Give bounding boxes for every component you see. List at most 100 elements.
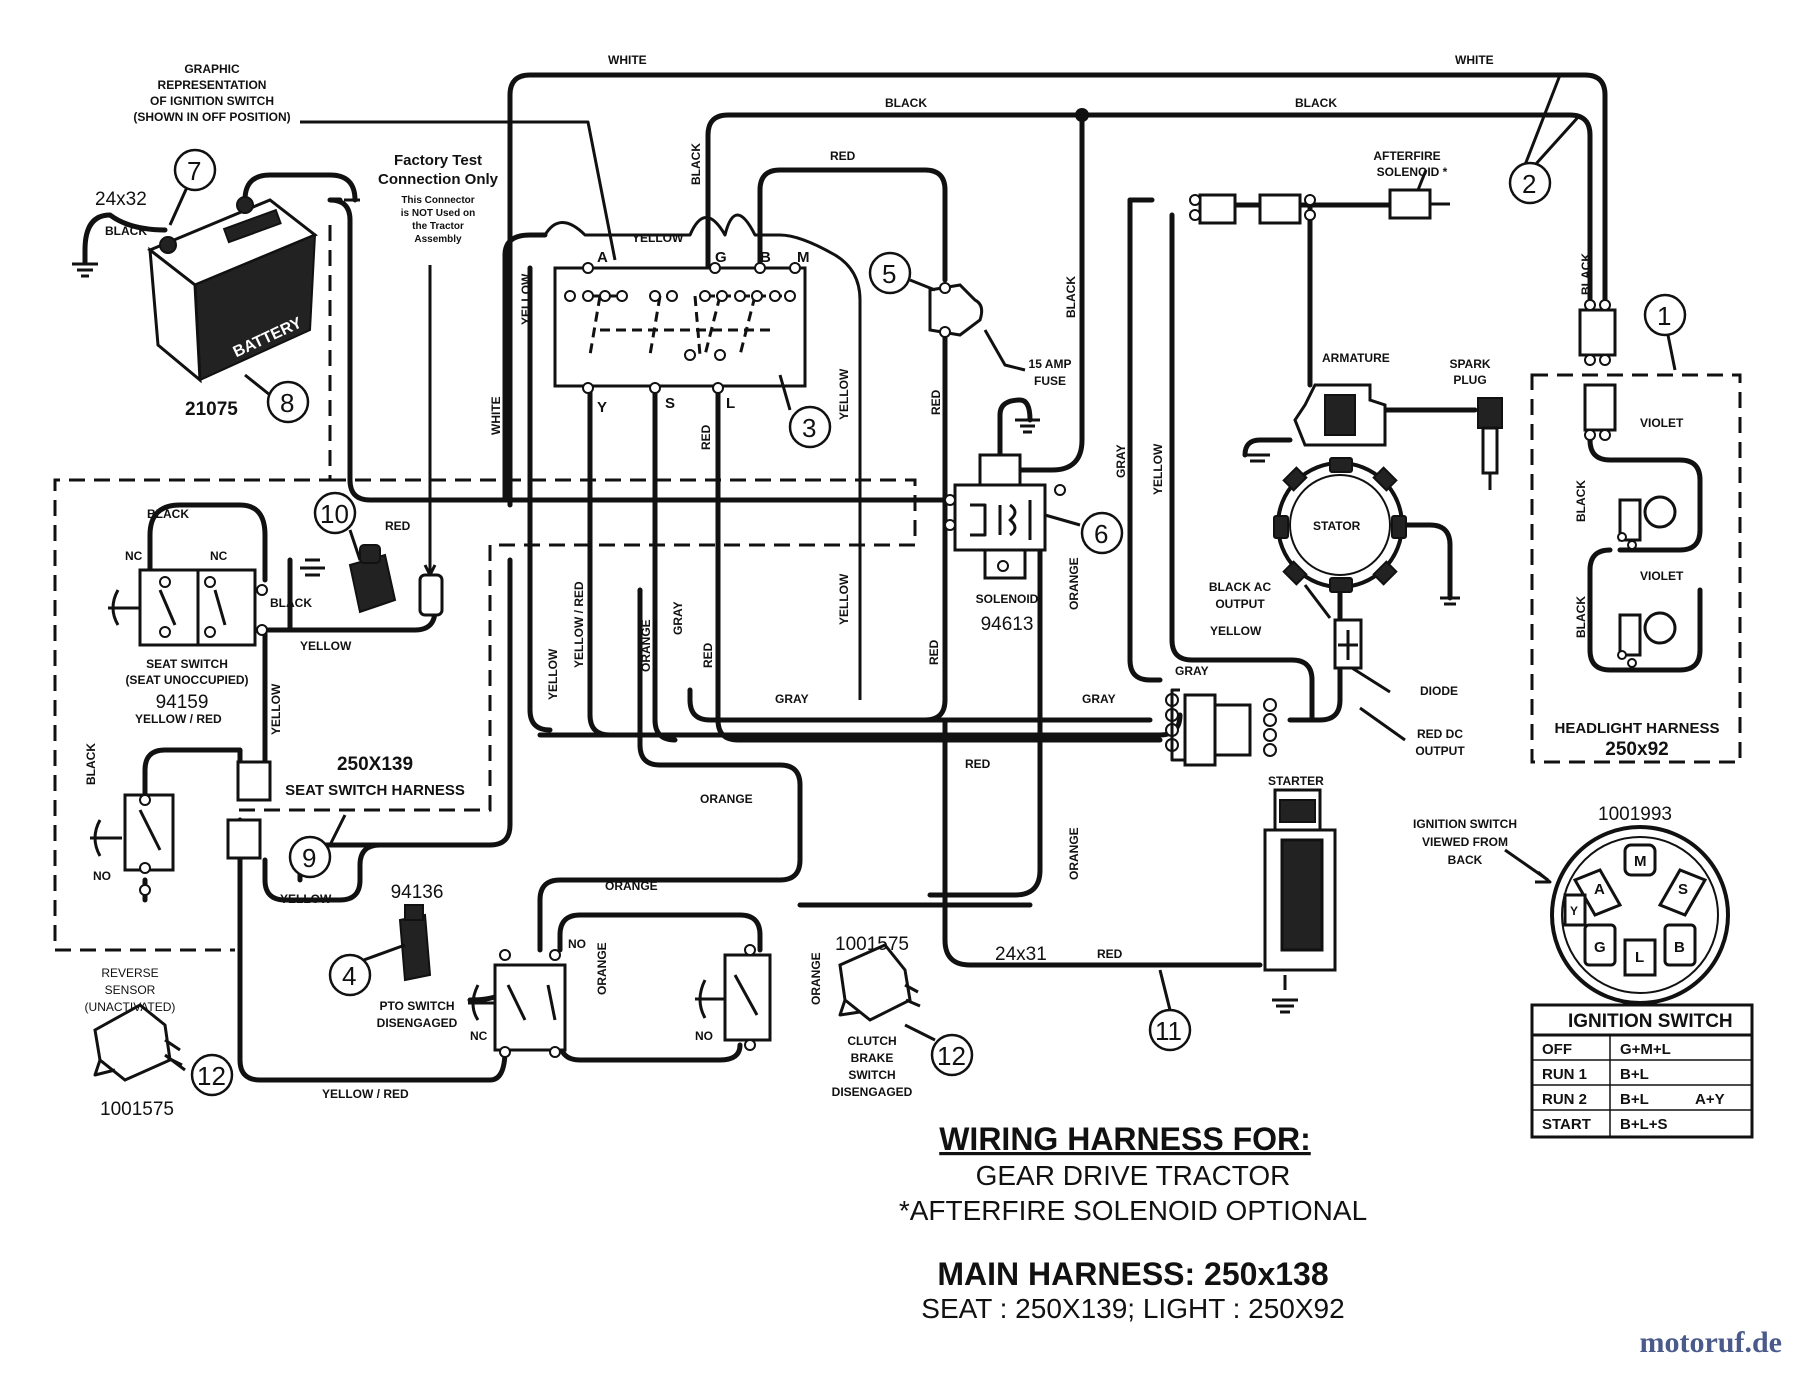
ignition-switch-table: IGNITION SWITCH OFF G+M+L RUN 1 B+L RUN … [1530,1003,1754,1139]
diode [1333,618,1363,670]
ign-row-pos: RUN 1 [1542,1066,1587,1083]
fuse [928,282,1026,372]
wire-label-black: BLACK [147,507,189,521]
ign-face-y: Y [1570,904,1578,918]
item-number: 11 [1155,1016,1182,1046]
wire-label-yellow-red: YELLOW / RED [135,712,222,726]
spark-plug-label: SPARK [1449,357,1490,371]
ign-term-s: S [665,395,675,412]
ign-row-extra: A+Y [1695,1091,1725,1108]
headlight-harness-part: 250x92 [1605,739,1668,760]
factory-test-note: This Connector [401,195,474,206]
wire-label-yellow: YELLOW [269,683,283,735]
wire-label-gray: GRAY [775,692,809,706]
ign-graphic-label: GRAPHIC [184,62,240,76]
reverse-sensor-label: REVERSE [101,966,158,980]
wire-label-gray: GRAY [1114,444,1128,478]
wire-label-violet: VIOLET [1640,569,1684,583]
wire-label-black: BLACK [1574,596,1588,638]
wire-label-gray: GRAY [1175,664,1209,678]
wire-label-violet: VIOLET [1640,416,1684,430]
item-number: 7 [187,156,201,186]
item-number: 8 [280,388,294,418]
no-label: NO [695,1029,713,1043]
ign-row-pos: START [1542,1116,1591,1133]
ign-term-a: A [597,249,608,266]
ign-view-label: IGNITION SWITCH [1413,817,1517,831]
ign-term-g: G [715,249,727,266]
starter [1263,788,1337,1014]
factory-test-note: is NOT Used on [401,208,475,219]
ign-row-conn: B+L [1620,1091,1649,1108]
seat-switch-part: 94159 [156,692,209,713]
headlight-bulb-lower [1617,611,1677,668]
wire-label-black: BLACK [1579,253,1593,295]
wire-label-yellow: YELLOW [546,648,560,700]
factory-test-note: the Tractor [412,221,464,232]
headlight-bulb-upper [1617,495,1677,550]
ign-graphic-label: REPRESENTATION [158,78,267,92]
starter-cable-label: 24x31 [995,944,1047,965]
wire-label-red: RED [1097,947,1123,961]
nc-label: NC [210,549,228,563]
ign-face-b: B [1674,939,1685,956]
pto-switch [398,904,567,1058]
ignition-terminal-pins [564,262,801,394]
wire-label-orange: ORANGE [605,879,658,893]
pto-switch-label: DISENGAGED [377,1016,458,1030]
solenoid-part: 94613 [981,614,1034,635]
red-dc-label: OUTPUT [1415,744,1465,758]
diode-label: DIODE [1420,684,1458,698]
wire-label-red: RED [699,424,713,450]
watermark: motoruf.de [1639,1326,1782,1359]
connector-10 [300,544,397,614]
title-main: MAIN HARNESS: 250x138 [937,1256,1328,1292]
fuse-label: FUSE [1034,374,1066,388]
factory-test-connector [418,265,444,617]
nc-label: NC [125,549,143,563]
ign-table-title: IGNITION SWITCH [1568,1011,1733,1032]
wire-label-orange: ORANGE [700,792,753,806]
no-label: NO [93,869,111,883]
clutch-switch-part: 1001575 [835,934,909,955]
battery-part: 21075 [185,399,238,420]
wire-label-yellow-red: YELLOW / RED [572,581,586,668]
pto-switch-part: 94136 [391,882,444,903]
reverse-sensor-part: 1001575 [100,1099,174,1120]
clutch-switch [695,943,921,1051]
wire-label-gray: GRAY [1082,692,1116,706]
headlight-connector [1578,299,1617,441]
stator [1273,457,1460,606]
wire-label-yellow: YELLOW [280,892,332,906]
ign-row-conn: B+L [1620,1066,1649,1083]
pto-switch-label: PTO SWITCH [379,999,454,1013]
ign-term-b: B [760,249,771,266]
seat-switch [108,558,320,647]
black-ac-label: BLACK AC [1209,580,1272,594]
title-block: WIRING HARNESS FOR: GEAR DRIVE TRACTOR *… [899,1121,1367,1324]
reverse-sensor-label: SENSOR [105,983,156,997]
item-number: 2 [1522,169,1536,199]
reverse-switch [90,793,175,896]
wire-label-orange: ORANGE [1067,827,1081,880]
harness-outlines [53,198,1742,952]
afterfire-connectors [1189,188,1450,225]
main-connector [1165,688,1277,767]
wire-label-red: RED [927,639,941,665]
wire-label-red: RED [701,642,715,668]
wire-label-orange: ORANGE [1067,557,1081,610]
item-number: 12 [937,1041,966,1071]
ign-row-conn: B+L+S [1620,1116,1668,1133]
factory-test-note: Assembly [414,234,462,245]
seat-harness-part: 250X139 [337,754,413,775]
battery-cable: 24x32 [95,189,147,210]
item-number: 1 [1657,301,1671,331]
wire-label-yellow: YELLOW [837,573,851,625]
ign-term-m: M [797,249,810,266]
spark-plug-label: PLUG [1453,373,1486,387]
wire-label-black: BLACK [84,743,98,785]
wire-label-black: BLACK [1574,480,1588,522]
armature [1245,383,1387,463]
title-line2: *AFTERFIRE SOLENOID OPTIONAL [899,1195,1367,1226]
item-number: 3 [802,413,816,443]
